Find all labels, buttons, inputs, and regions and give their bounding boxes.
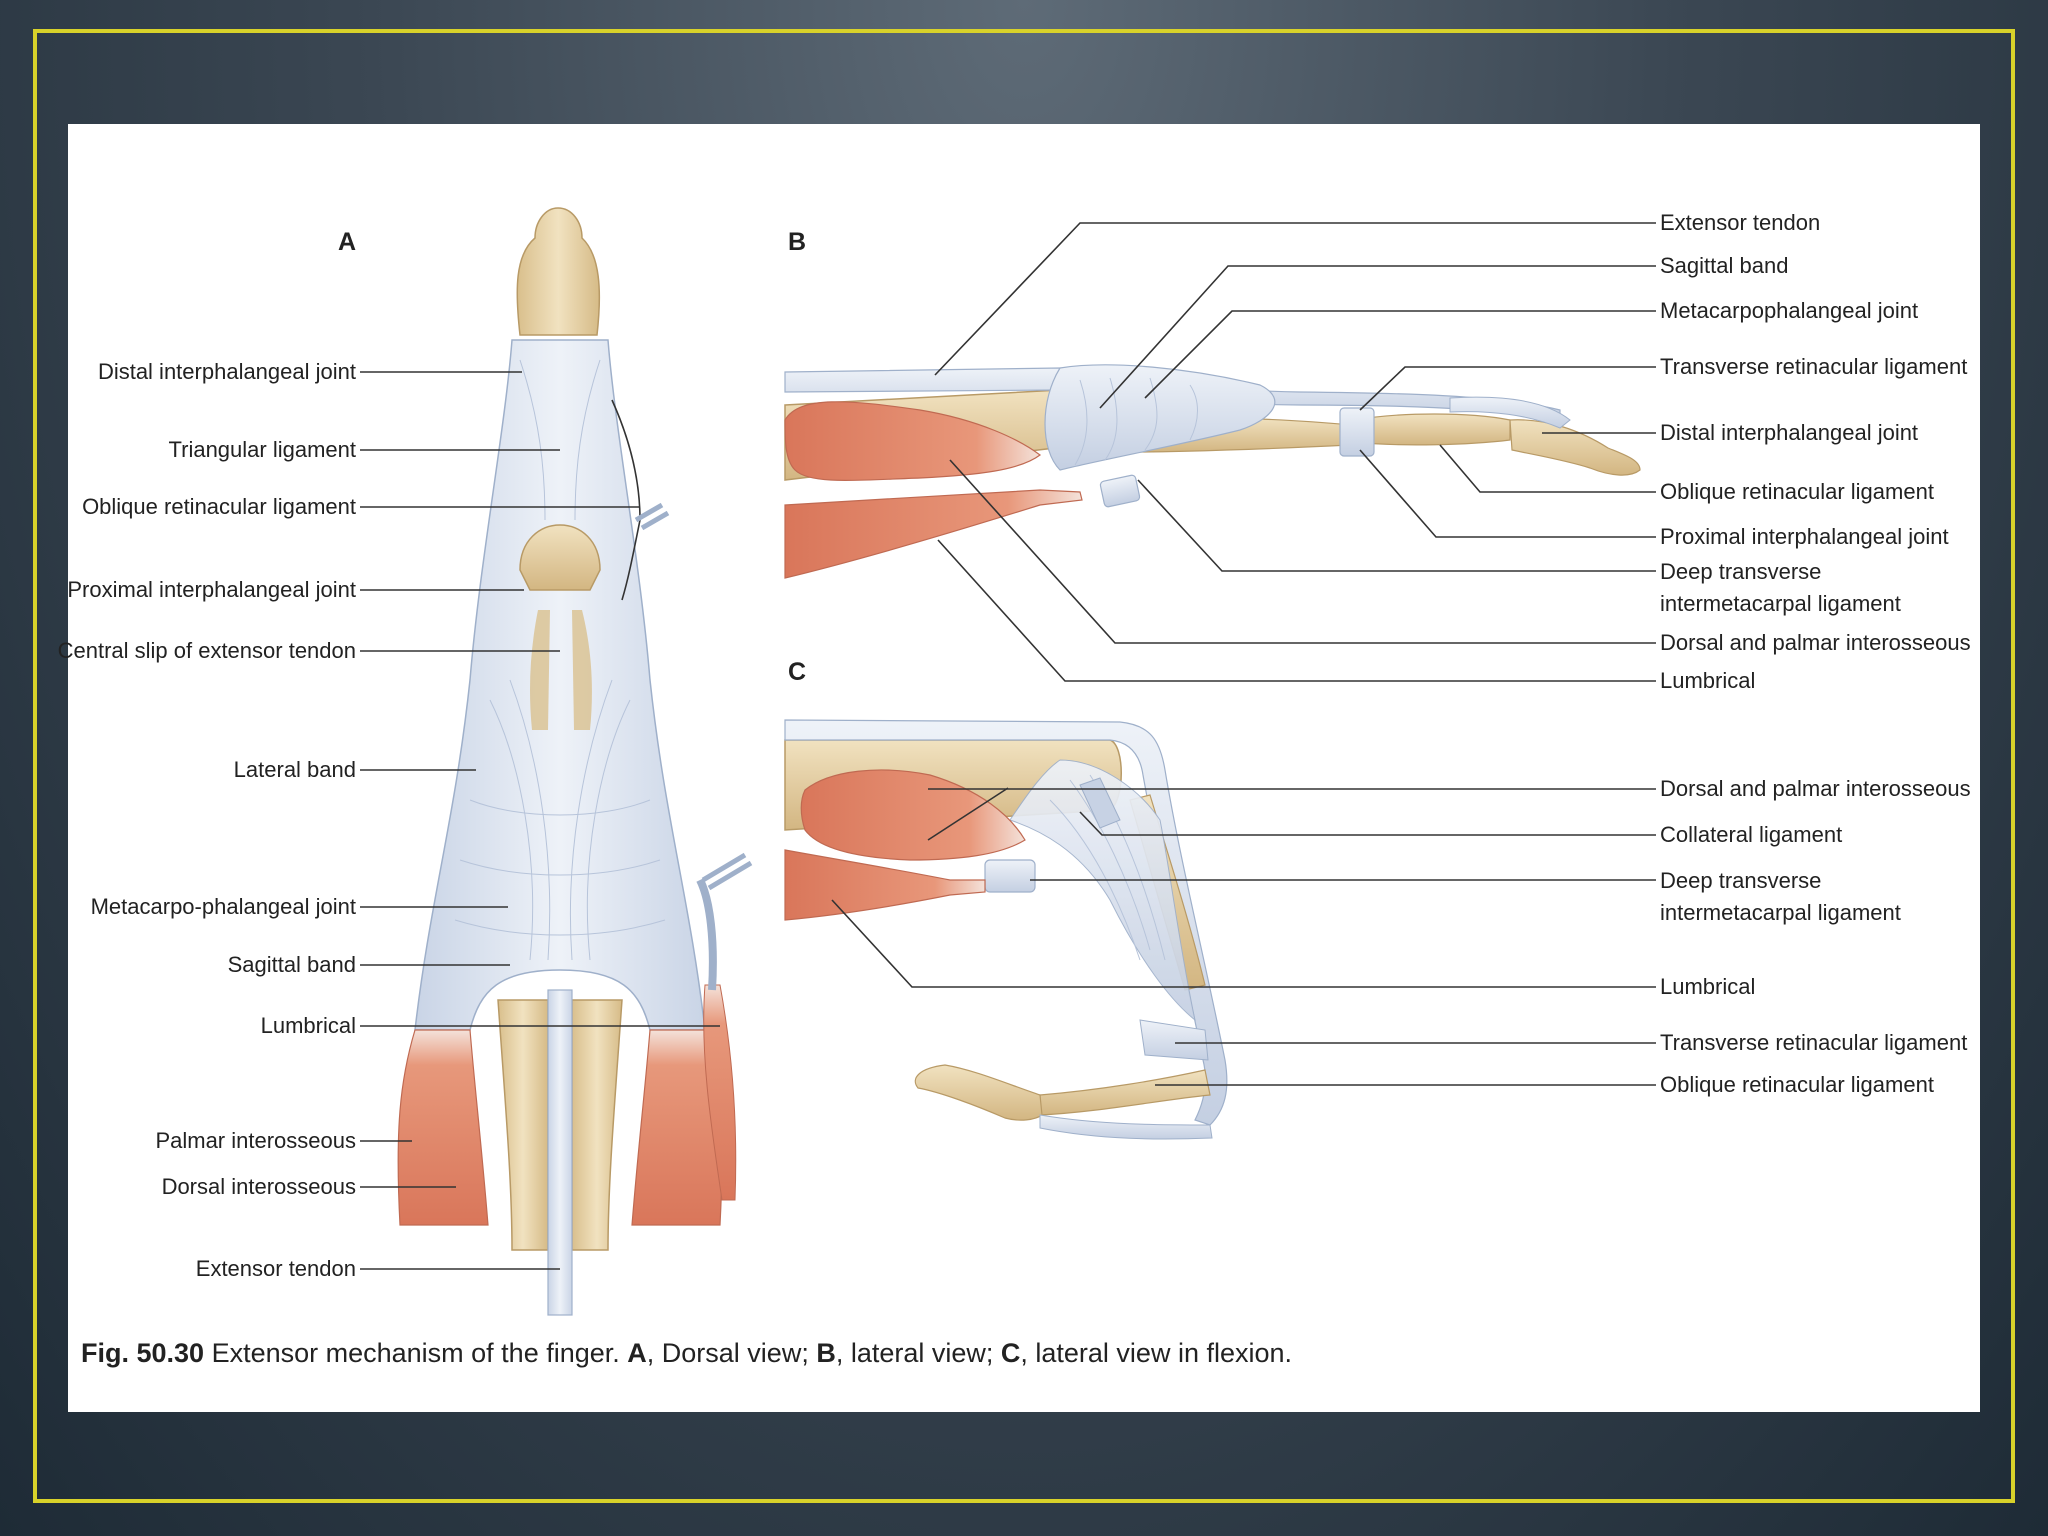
caption-text-1: Extensor mechanism of the finger.: [204, 1338, 628, 1368]
label-a-triangular-ligament: Triangular ligament: [169, 437, 357, 462]
b-distal-phalanx: [1509, 419, 1641, 476]
panel-letter-b: B: [788, 228, 806, 256]
panel-b-labels: B Extensor tendon Sagittal band Metacarp…: [788, 210, 1971, 693]
label-b-lumbrical: Lumbrical: [1660, 668, 1755, 693]
a-metacarpal-right: [571, 999, 623, 1251]
caption-fig-number: Fig. 50.30: [81, 1338, 205, 1368]
label-c-oblique-retinacular: Oblique retinacular ligament: [1660, 1072, 1934, 1097]
panel-b-lateral-view: [784, 364, 1641, 579]
a-right-lumbrical: [703, 984, 737, 1201]
label-b-proximal-ip-joint: Proximal interphalangeal joint: [1660, 524, 1949, 549]
c-lumbrical-muscle: [784, 849, 986, 921]
a-metacarpal-left: [497, 999, 549, 1251]
a-extensor-tendon: [547, 989, 573, 1316]
label-a-lateral-band: Lateral band: [234, 757, 356, 782]
figure-caption: Fig. 50.30 Extensor mechanism of the fin…: [81, 1338, 1681, 1369]
label-b-deep-transverse-1: Deep transverse: [1660, 559, 1821, 584]
panel-letter-a: A: [338, 228, 356, 256]
b-extensor-hood: [1044, 364, 1276, 471]
caption-b: B: [816, 1338, 836, 1368]
label-c-dorsal-palmar-interosseous: Dorsal and palmar interosseous: [1660, 776, 1971, 801]
panel-a-labels: A Distal interphalangeal joint Triangula…: [58, 228, 720, 1281]
c-distal-phalanx: [914, 1064, 1043, 1121]
label-a-proximal-ip-joint: Proximal interphalangeal joint: [67, 577, 356, 602]
label-c-collateral-ligament: Collateral ligament: [1660, 822, 1842, 847]
label-c-lumbrical: Lumbrical: [1660, 974, 1755, 999]
label-b-mcp-joint: Metacarpophalangeal joint: [1660, 298, 1918, 323]
label-a-palmar-interosseous: Palmar interosseous: [155, 1128, 356, 1153]
c-interosseous-muscle: [800, 769, 1026, 861]
label-a-distal-ip-joint: Distal interphalangeal joint: [98, 359, 356, 384]
label-a-oblique-retinacular: Oblique retinacular ligament: [82, 494, 356, 519]
label-b-dorsal-palmar-interosseous: Dorsal and palmar interosseous: [1660, 630, 1971, 655]
label-b-deep-transverse-2: intermetacarpal ligament: [1660, 591, 1901, 616]
label-a-dorsal-interosseous: Dorsal interosseous: [162, 1174, 356, 1199]
label-b-extensor-tendon: Extensor tendon: [1660, 210, 1820, 235]
label-a-mcp-joint: Metacarpo-phalangeal joint: [91, 894, 356, 919]
a-extensor-hood: [414, 339, 706, 1031]
label-b-sagittal-band: Sagittal band: [1660, 253, 1788, 278]
label-c-deep-transverse-1: Deep transverse: [1660, 868, 1821, 893]
panel-letter-c: C: [788, 658, 806, 686]
caption-text-4: , lateral view in flexion.: [1020, 1338, 1293, 1368]
label-a-central-slip: Central slip of extensor tendon: [58, 638, 356, 663]
label-a-lumbrical: Lumbrical: [261, 1013, 356, 1038]
a-distal-phalanx: [516, 207, 601, 336]
label-c-deep-transverse-2: intermetacarpal ligament: [1660, 900, 1901, 925]
slide-frame: [33, 29, 2015, 1503]
panel-c-flexion-view: [784, 719, 1228, 1140]
a-middle-phalanx: [519, 524, 601, 591]
b-lumbrical-muscle: [784, 489, 1083, 579]
caption-c: C: [1000, 1338, 1021, 1368]
label-b-distal-ip-joint: Distal interphalangeal joint: [1660, 420, 1918, 445]
caption-text-3: , lateral view;: [835, 1338, 1001, 1368]
label-b-oblique-retinacular: Oblique retinacular ligament: [1660, 479, 1934, 504]
caption-text-2: , Dorsal view;: [646, 1338, 817, 1368]
label-b-transverse-retinacular: Transverse retinacular ligament: [1660, 354, 1967, 379]
caption-a: A: [627, 1338, 647, 1368]
label-a-extensor-tendon: Extensor tendon: [196, 1256, 356, 1281]
label-c-transverse-retinacular: Transverse retinacular ligament: [1660, 1030, 1967, 1055]
panel-c-labels: C Dorsal and palmar interosseous Collate…: [788, 658, 1971, 1097]
a-left-interosseous: [397, 1029, 489, 1226]
label-a-sagittal-band: Sagittal band: [228, 952, 356, 977]
b-interosseous-muscle: [784, 401, 1042, 481]
panel-a-dorsal-view: [397, 207, 753, 1316]
